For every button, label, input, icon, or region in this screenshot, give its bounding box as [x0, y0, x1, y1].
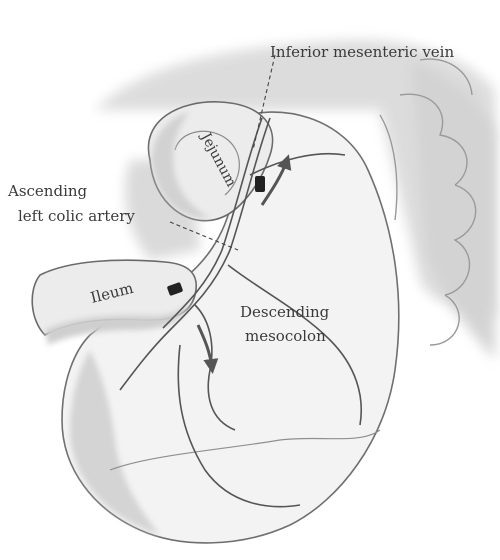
jejunum-stub [255, 176, 265, 192]
label-left-colic-artery: left colic artery [18, 207, 135, 225]
label-descending: Descending [240, 303, 330, 321]
label-mesocolon: mesocolon [245, 327, 326, 345]
label-inferior-mesenteric-vein: Inferior mesenteric vein [270, 43, 454, 61]
label-ascending: Ascending [7, 182, 88, 200]
